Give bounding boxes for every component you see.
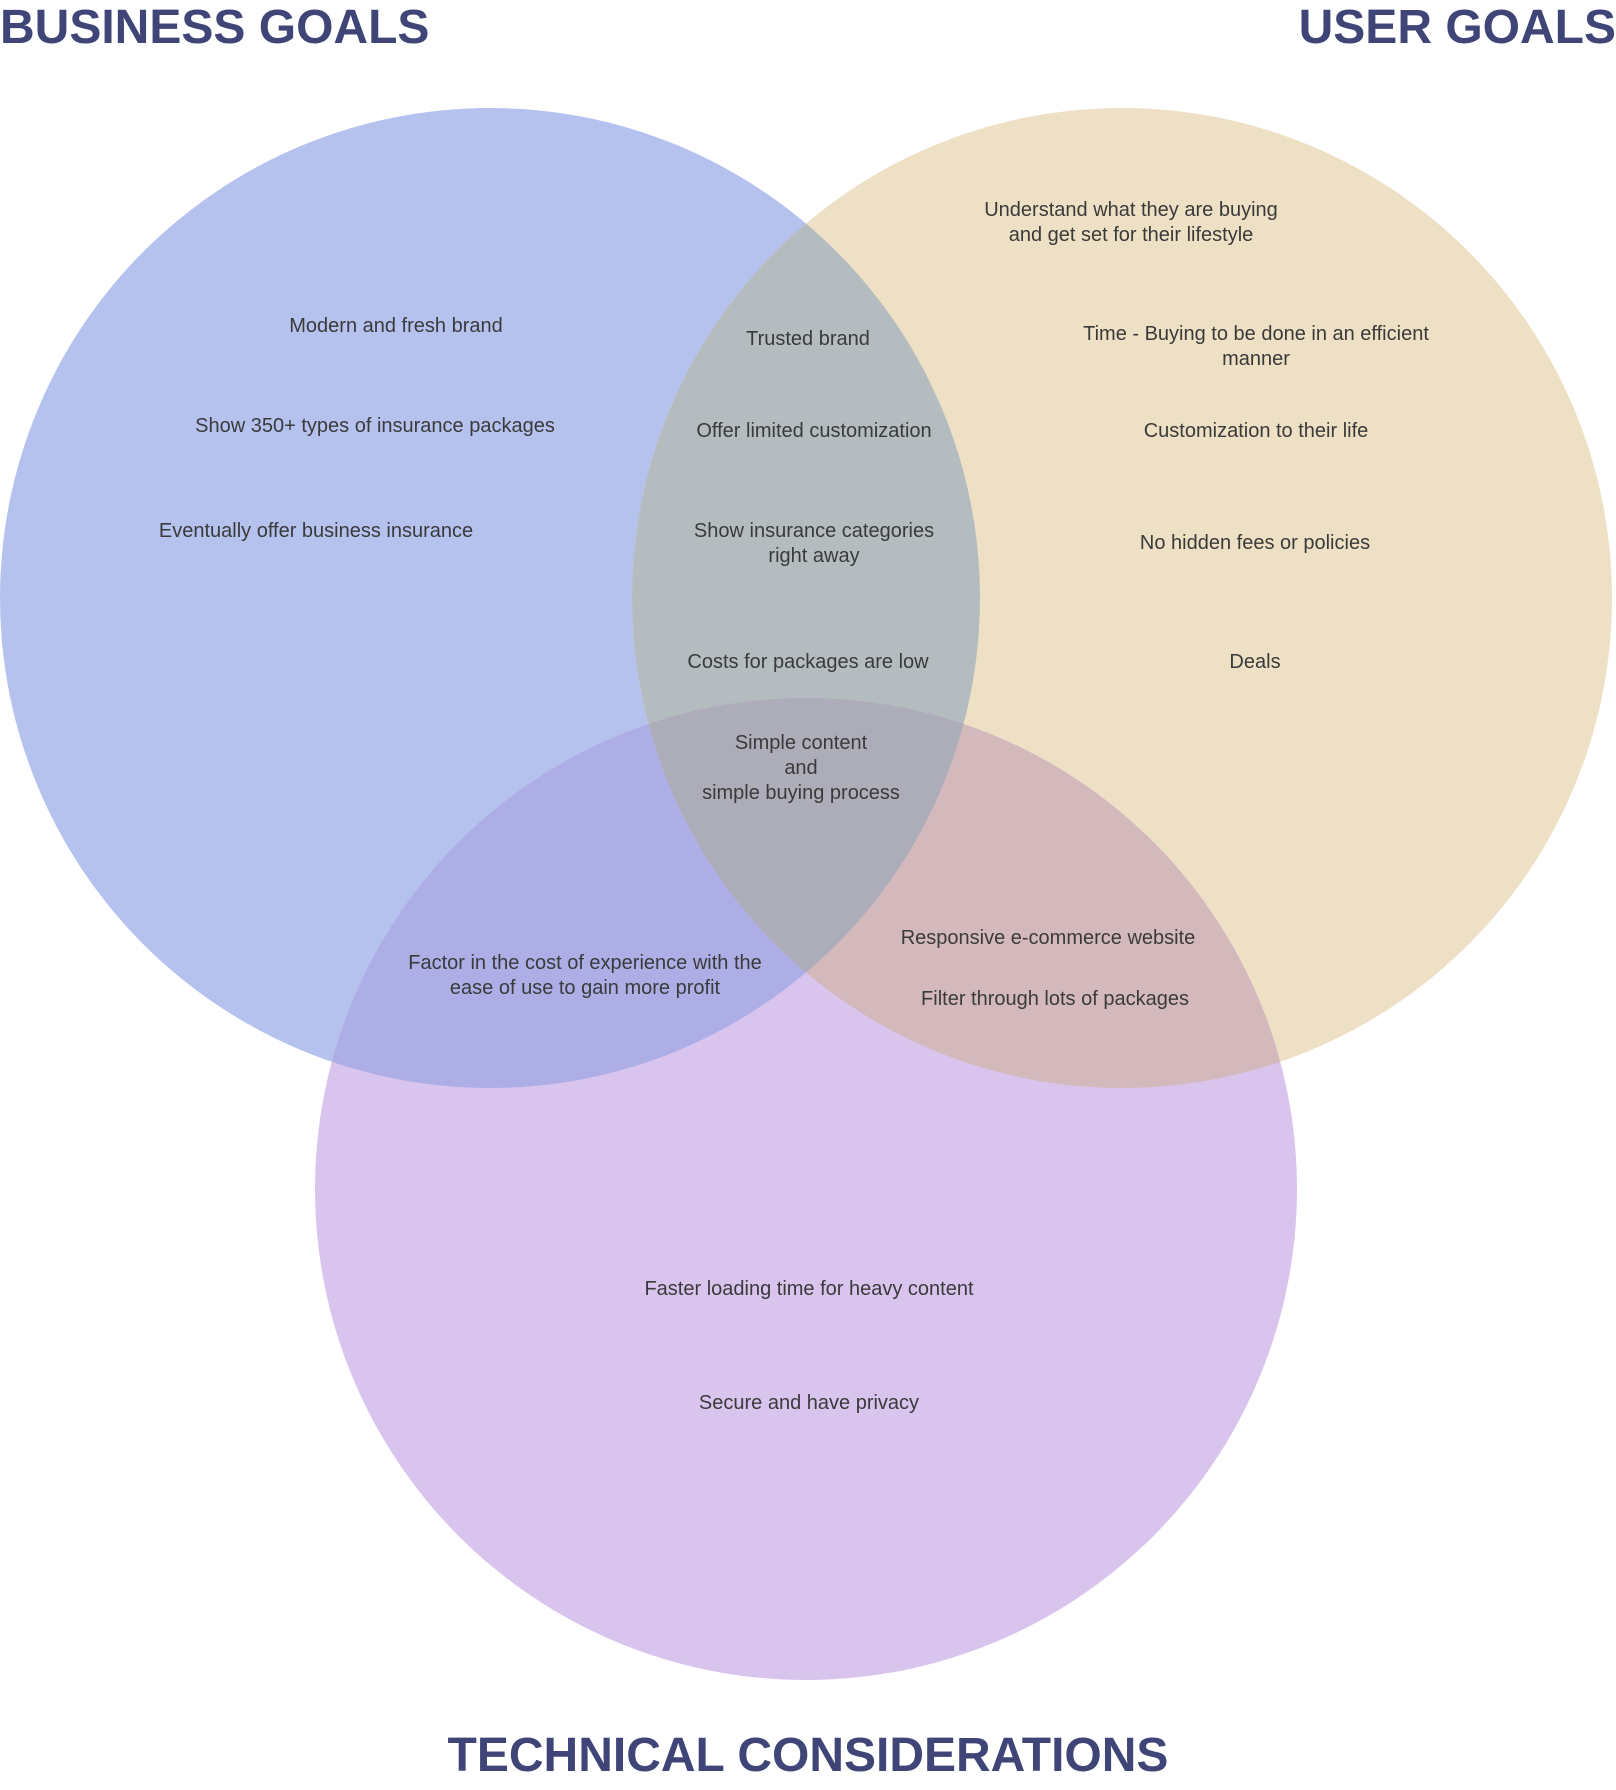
user-technical-item: Filter through lots of packages xyxy=(921,988,1189,1010)
technical-considerations-heading: TECHNICAL CONSIDERATIONS xyxy=(447,1729,1169,1782)
business-goal-item: Modern and fresh brand xyxy=(289,315,503,337)
business-goals-heading: BUSINESS GOALS xyxy=(0,1,430,54)
user-goal-item: No hidden fees or policies xyxy=(1139,532,1371,554)
business-technical-item: Factor in the cost of experience with th… xyxy=(408,952,762,999)
business-user-item: Offer limited customization xyxy=(696,420,932,442)
all-three-item: Simple content and simple buying process xyxy=(702,732,900,804)
business-goal-item: Eventually offer business insurance xyxy=(158,520,474,542)
user-technical-item: Responsive e-commerce website xyxy=(900,927,1196,949)
business-user-item: Show insurance categories right away xyxy=(693,520,935,567)
technical-consideration-item: Faster loading time for heavy content xyxy=(644,1278,974,1300)
user-goal-item: Customization to their life xyxy=(1143,420,1369,442)
business-technical-overlap xyxy=(315,698,980,1088)
user-goal-item: Time - Buying to be done in an efficient… xyxy=(1083,323,1429,370)
user-goals-heading: USER GOALS xyxy=(1298,1,1616,54)
user-goal-item: Understand what they are buying and get … xyxy=(984,199,1278,246)
technical-consideration-item: Secure and have privacy xyxy=(698,1392,920,1414)
business-user-item: Trusted brand xyxy=(746,328,870,350)
business-user-item: Costs for packages are low xyxy=(687,651,929,673)
user-technical-overlap xyxy=(632,698,1297,1088)
user-goal-item: Deals xyxy=(1229,651,1281,673)
business-goal-item: Show 350+ types of insurance packages xyxy=(195,415,555,437)
